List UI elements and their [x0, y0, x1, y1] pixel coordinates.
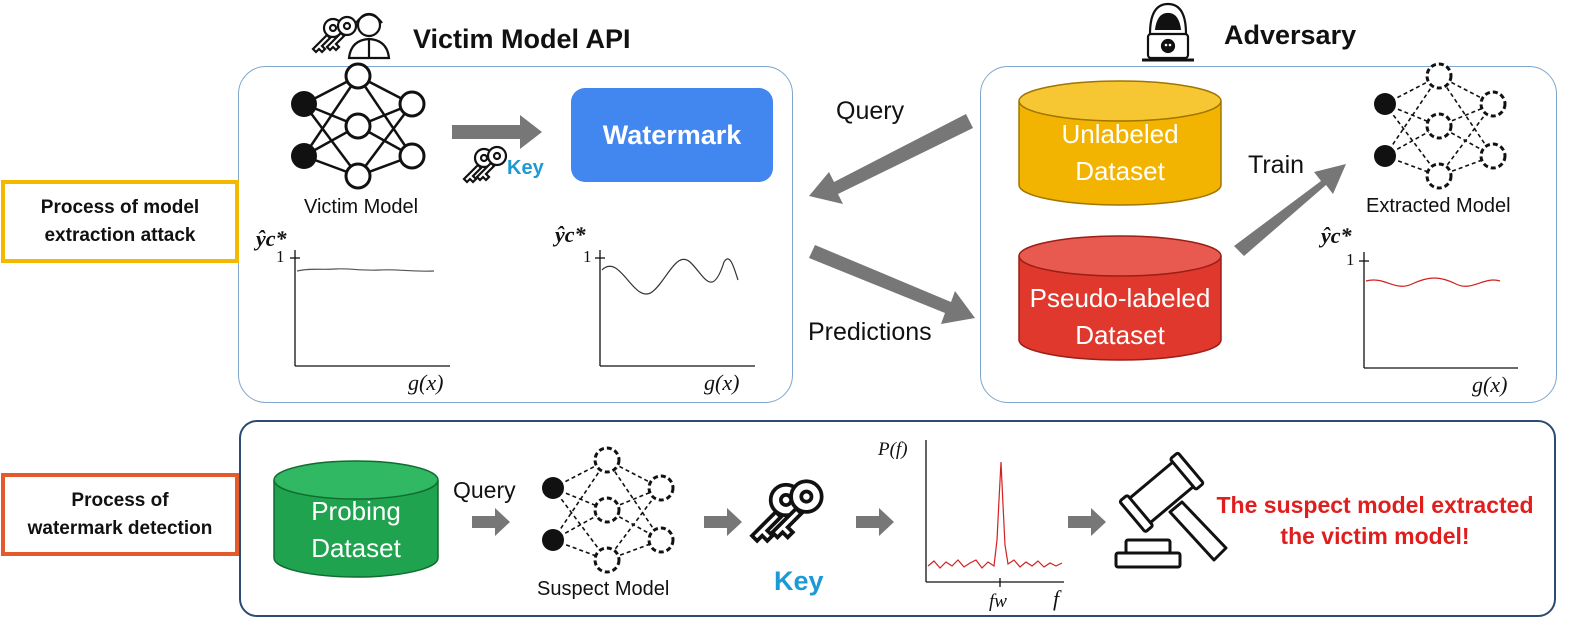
detection-process-label: Process of watermark detection: [1, 473, 239, 556]
detection-process-text: Process of watermark detection: [27, 489, 213, 539]
arrow-probing-to-suspect: [472, 508, 510, 536]
victim-model-network-icon: [289, 62, 426, 190]
arrow-query: [809, 114, 973, 204]
watermark-output-curve: [601, 258, 739, 295]
pseudo-labeled-dataset-label: Pseudo-labeled Dataset: [1029, 283, 1211, 350]
watermark-plot-tick-one: 1: [583, 247, 592, 266]
spectrum-y-label: P(f): [878, 439, 908, 460]
gavel-icon: [1114, 451, 1228, 569]
extracted-output-curve: [1365, 277, 1501, 287]
spectrum-x-label: f: [1053, 586, 1060, 611]
victim-key-label: Key: [507, 157, 544, 179]
pseudo-labeled-dataset-cylinder: [1018, 235, 1222, 361]
key-small-icon: [462, 145, 508, 184]
key-icon: [750, 479, 824, 543]
hacker-icon: [1142, 2, 1194, 62]
extracted-output-plot: [1359, 252, 1518, 369]
extraction-process-label: Process of model extraction attack: [1, 180, 239, 263]
arrow-model-to-watermark: [452, 115, 542, 149]
victim-api-title: Victim Model API: [413, 24, 631, 54]
watermark-box: Watermark: [571, 88, 773, 182]
predictions-flow-label: Predictions: [808, 318, 932, 346]
spectrum-tick-label: fw: [989, 591, 1007, 612]
unlabeled-dataset-cylinder: [1018, 80, 1222, 206]
arrow-key-to-spectrum: [856, 508, 894, 536]
watermark-output-plot: [595, 250, 755, 367]
extracted-plot-tick-one: 1: [1346, 250, 1355, 269]
extracted-plot-y-label: ŷc*: [1321, 223, 1352, 248]
spectrum-curve: [927, 461, 1063, 569]
detection-result-text: The suspect model extracted the victim m…: [1200, 490, 1550, 552]
extracted-model-network-icon: [1372, 62, 1507, 190]
result-line-2: the victim model!: [1280, 523, 1470, 549]
spectrum-plot: [925, 440, 1064, 587]
watermark-plot-y-label: ŷc*: [555, 222, 586, 247]
extracted-plot-x-label: g(x): [1472, 372, 1508, 397]
unlabeled-dataset-label: Unlabeled Dataset: [1061, 119, 1179, 186]
victim-plot-y-label: ŷc*: [256, 226, 287, 251]
victim-output-plot: [290, 250, 450, 367]
victim-plot-x-label: g(x): [408, 370, 444, 395]
suspect-model-caption: Suspect Model: [537, 578, 670, 600]
probing-dataset-label: Probing Dataset: [311, 496, 401, 563]
arrow-suspect-to-key: [704, 508, 742, 536]
watermark-plot-x-label: g(x): [704, 370, 740, 395]
keys-icon: [311, 15, 358, 54]
suspect-model-network-icon: [540, 446, 675, 574]
victim-output-curve: [296, 268, 435, 272]
arrow-spectrum-to-gavel: [1068, 508, 1106, 536]
result-line-1: The suspect model extracted: [1216, 492, 1534, 518]
train-flow-label: Train: [1248, 151, 1305, 179]
probing-dataset-cylinder: [273, 460, 439, 578]
extraction-process-text: Process of model extraction attack: [40, 196, 200, 246]
victim-plot-tick-one: 1: [276, 247, 285, 266]
arrow-train: [1234, 164, 1346, 256]
watermark-detection-panel: [239, 420, 1556, 617]
arrow-predictions: [809, 245, 975, 324]
watermark-label: Watermark: [602, 119, 742, 150]
adversary-title: Adversary: [1224, 20, 1357, 50]
detection-query-label: Query: [453, 477, 516, 503]
victim-model-caption: Victim Model: [304, 196, 419, 218]
person-icon: [347, 12, 391, 60]
extracted-model-caption: Extracted Model: [1366, 195, 1511, 217]
query-flow-label: Query: [836, 97, 905, 125]
detection-key-label: Key: [774, 566, 824, 596]
